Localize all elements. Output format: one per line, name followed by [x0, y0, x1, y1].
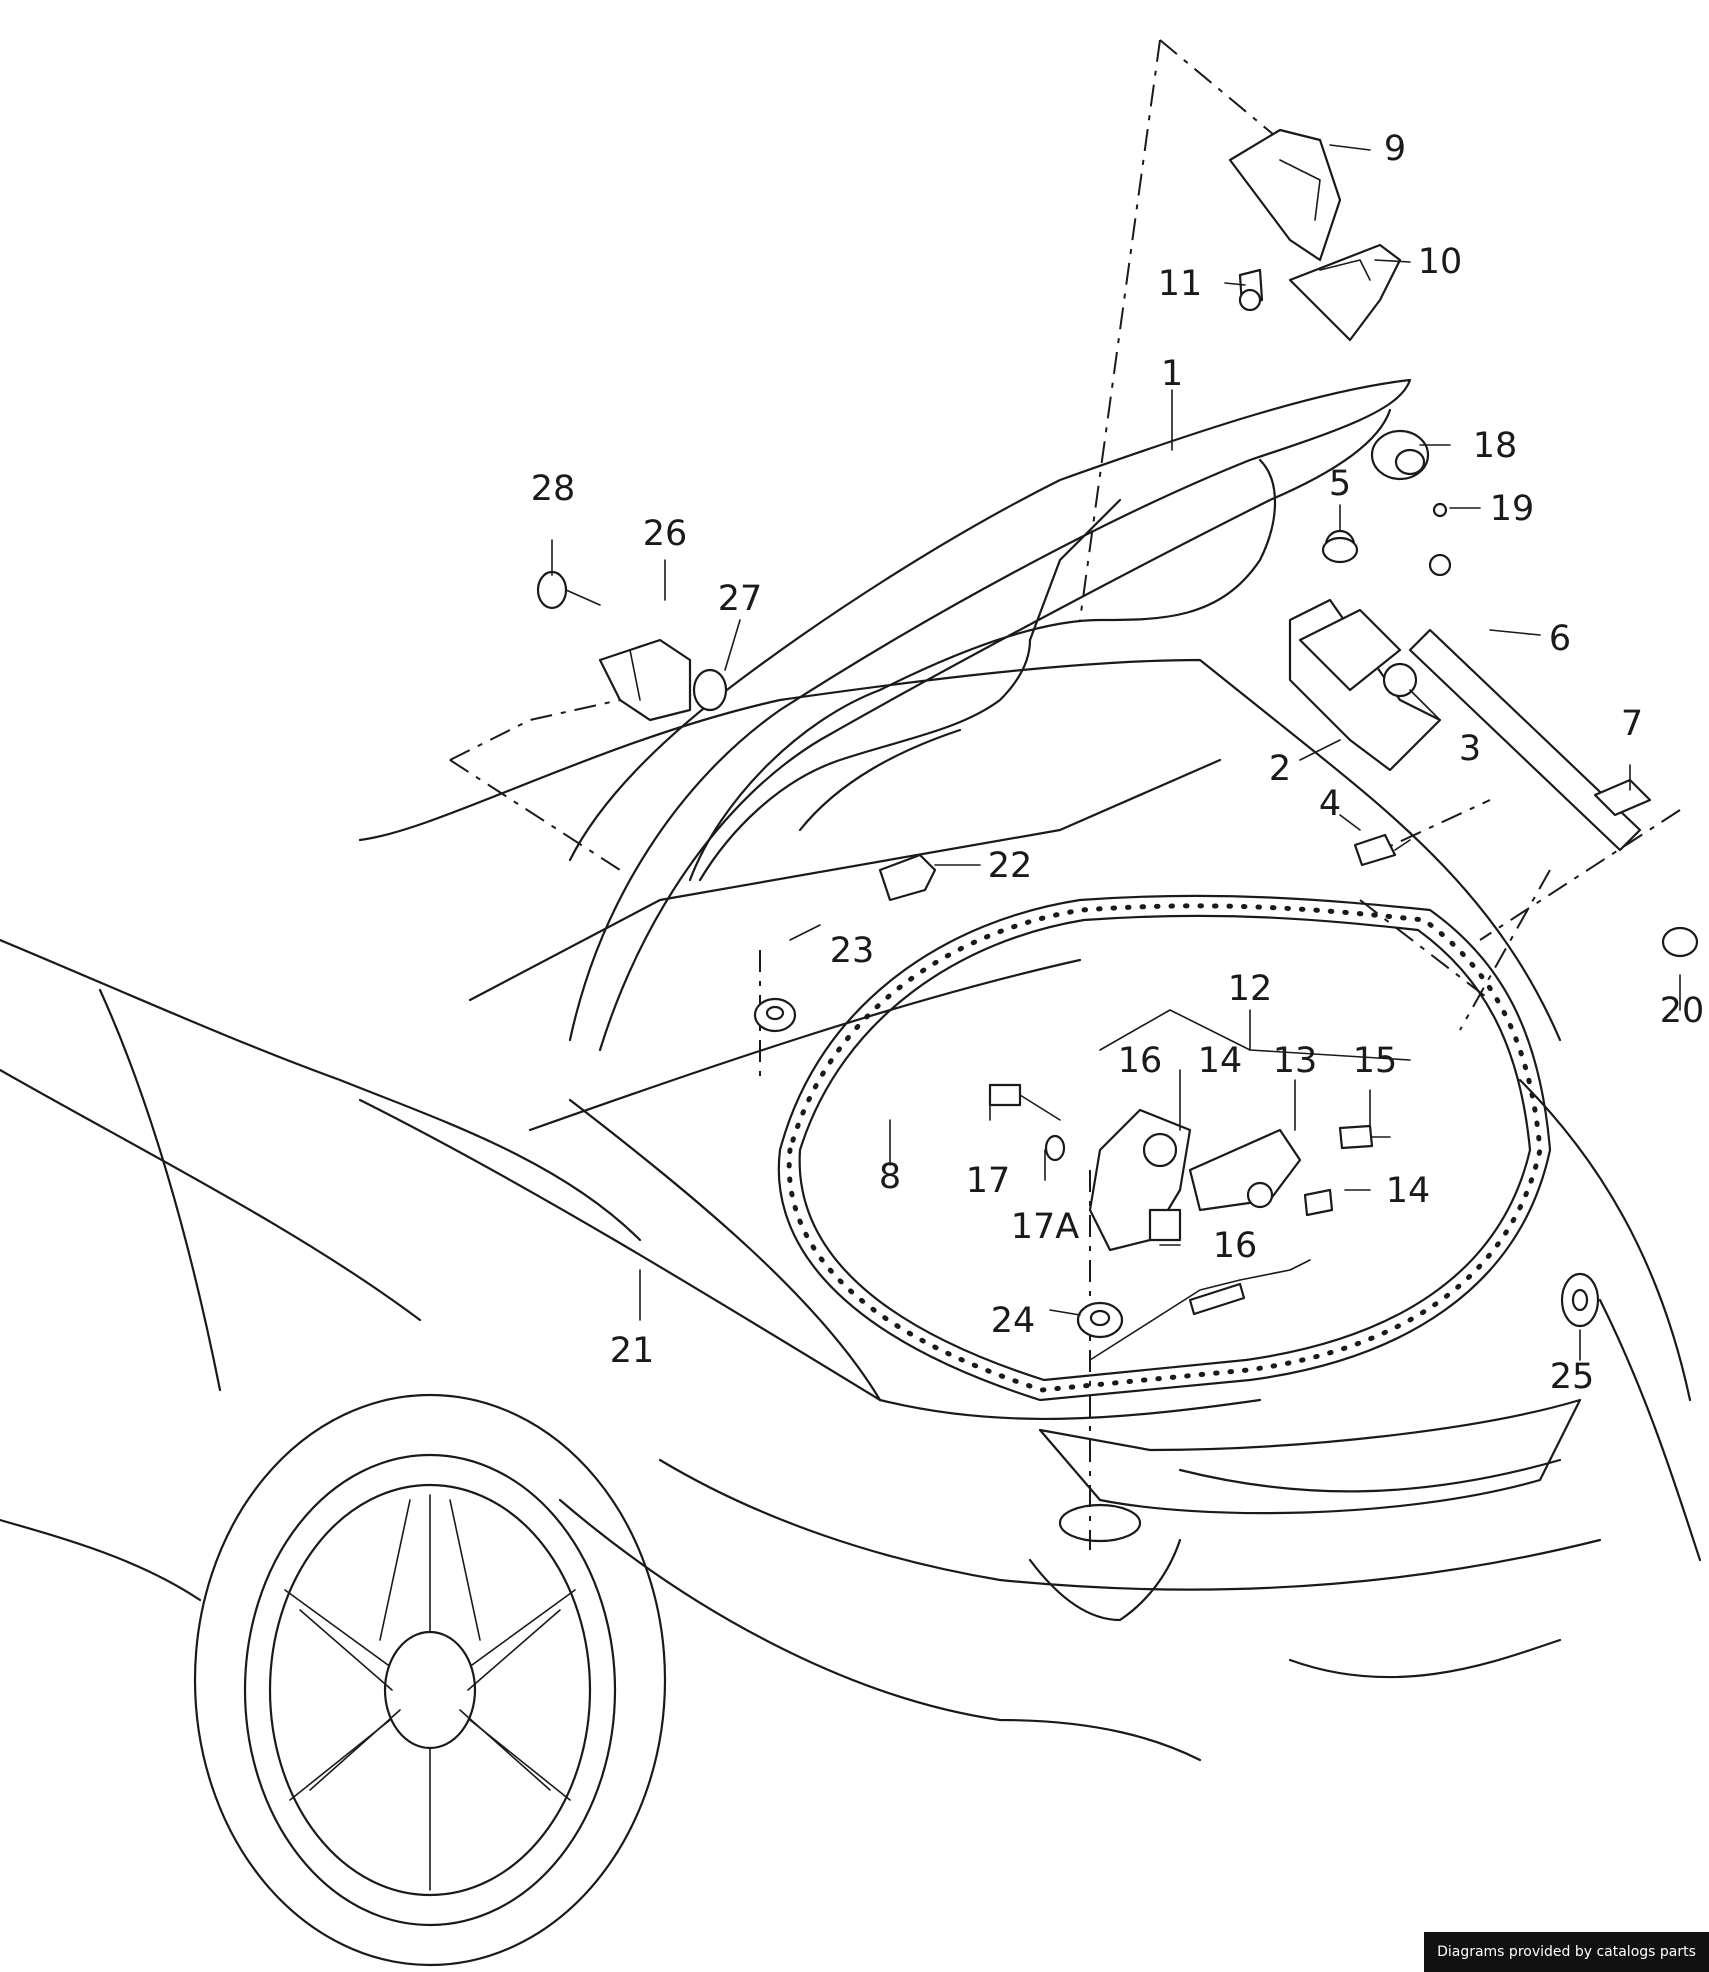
lid-hinge-bracket: [1228, 128, 1402, 342]
callout-3: 3: [1459, 729, 1481, 769]
callout-14-side: 14: [1386, 1171, 1431, 1211]
trim-clip-22: [878, 853, 937, 902]
callout-11: 11: [1158, 264, 1203, 304]
callout-5: 5: [1329, 464, 1351, 504]
trunk-lid: [568, 378, 1412, 1052]
callout-28: 28: [531, 469, 576, 509]
callout-24: 24: [991, 1301, 1036, 1341]
car-body: [0, 938, 1702, 1762]
grommets: [753, 926, 1699, 1339]
callout-16-bottom: 16: [1213, 1226, 1258, 1266]
callout-17A: 17A: [1011, 1207, 1080, 1247]
callout-22: 22: [988, 846, 1033, 886]
callout-17: 17: [966, 1161, 1011, 1201]
leader-lines: [449, 39, 1681, 1550]
callout-4: 4: [1319, 784, 1341, 824]
hinge-assembly: [1288, 529, 1652, 867]
callout-leaders: [551, 144, 1681, 1361]
callout-8: 8: [879, 1157, 901, 1197]
callout-25: 25: [1550, 1357, 1595, 1397]
callout-15: 15: [1353, 1041, 1398, 1081]
trunk-opening: [358, 658, 1562, 1402]
callout-18: 18: [1473, 426, 1518, 466]
cap-part-5: [1321, 536, 1359, 564]
callout-21: 21: [610, 1331, 655, 1371]
callout-labels: 1 2 3 4 5 6 7 8 9 10 11 12 13 14 14 15 1…: [531, 129, 1705, 1397]
buffer-stop: [1370, 429, 1448, 518]
callout-26: 26: [643, 514, 688, 554]
callout-20: 20: [1660, 991, 1705, 1031]
callout-1: 1: [1161, 354, 1183, 394]
callout-9: 9: [1384, 129, 1406, 169]
credit-badge: Diagrams provided by catalogs parts: [1424, 1932, 1709, 1972]
callout-6: 6: [1549, 619, 1571, 659]
callout-19: 19: [1490, 489, 1535, 529]
rear-wheel: [193, 1393, 667, 1967]
callout-10: 10: [1418, 242, 1463, 282]
callout-27: 27: [718, 579, 763, 619]
callout-16-top: 16: [1118, 1041, 1163, 1081]
latch-assembly: [988, 1083, 1391, 1361]
side-bracket: [536, 570, 728, 722]
callout-23: 23: [830, 931, 875, 971]
callout-14-top: 14: [1198, 1041, 1243, 1081]
callout-12: 12: [1228, 969, 1273, 1009]
callout-13: 13: [1273, 1041, 1318, 1081]
callout-2: 2: [1269, 749, 1291, 789]
callout-7: 7: [1621, 704, 1643, 744]
